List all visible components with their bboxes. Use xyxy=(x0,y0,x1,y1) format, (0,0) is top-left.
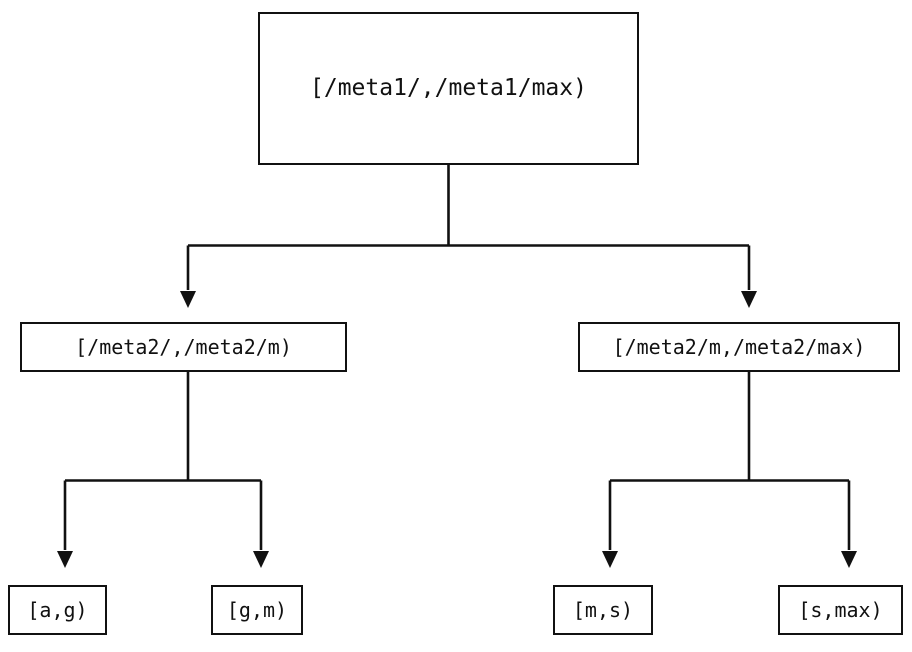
node-leaf-a-label: [a,g) xyxy=(27,598,88,622)
node-leaf-b[interactable]: [g,m) xyxy=(211,585,303,635)
node-mid-left-label: [/meta2/,/meta2/m) xyxy=(75,335,292,359)
node-leaf-d-label: [s,max) xyxy=(798,598,883,622)
node-mid-left[interactable]: [/meta2/,/meta2/m) xyxy=(20,322,347,372)
node-leaf-b-label: [g,m) xyxy=(226,598,288,622)
node-leaf-d[interactable]: [s,max) xyxy=(778,585,903,635)
node-leaf-a[interactable]: [a,g) xyxy=(8,585,107,635)
arrowhead-to-leaf-b xyxy=(253,551,269,568)
arrowhead-to-mid-right xyxy=(741,291,757,308)
arrowhead-to-leaf-a xyxy=(57,551,73,568)
arrowhead-to-leaf-d xyxy=(841,551,857,568)
node-mid-right-label: [/meta2/m,/meta2/max) xyxy=(612,335,866,359)
node-mid-right[interactable]: [/meta2/m,/meta2/max) xyxy=(578,322,900,372)
arrowhead-to-mid-left xyxy=(180,291,196,308)
node-root-label: [/meta1/,/meta1/max) xyxy=(310,75,587,101)
node-root[interactable]: [/meta1/,/meta1/max) xyxy=(258,12,639,165)
node-leaf-c-label: [m,s) xyxy=(572,598,634,622)
arrowhead-to-leaf-c xyxy=(602,551,618,568)
node-leaf-c[interactable]: [m,s) xyxy=(553,585,653,635)
